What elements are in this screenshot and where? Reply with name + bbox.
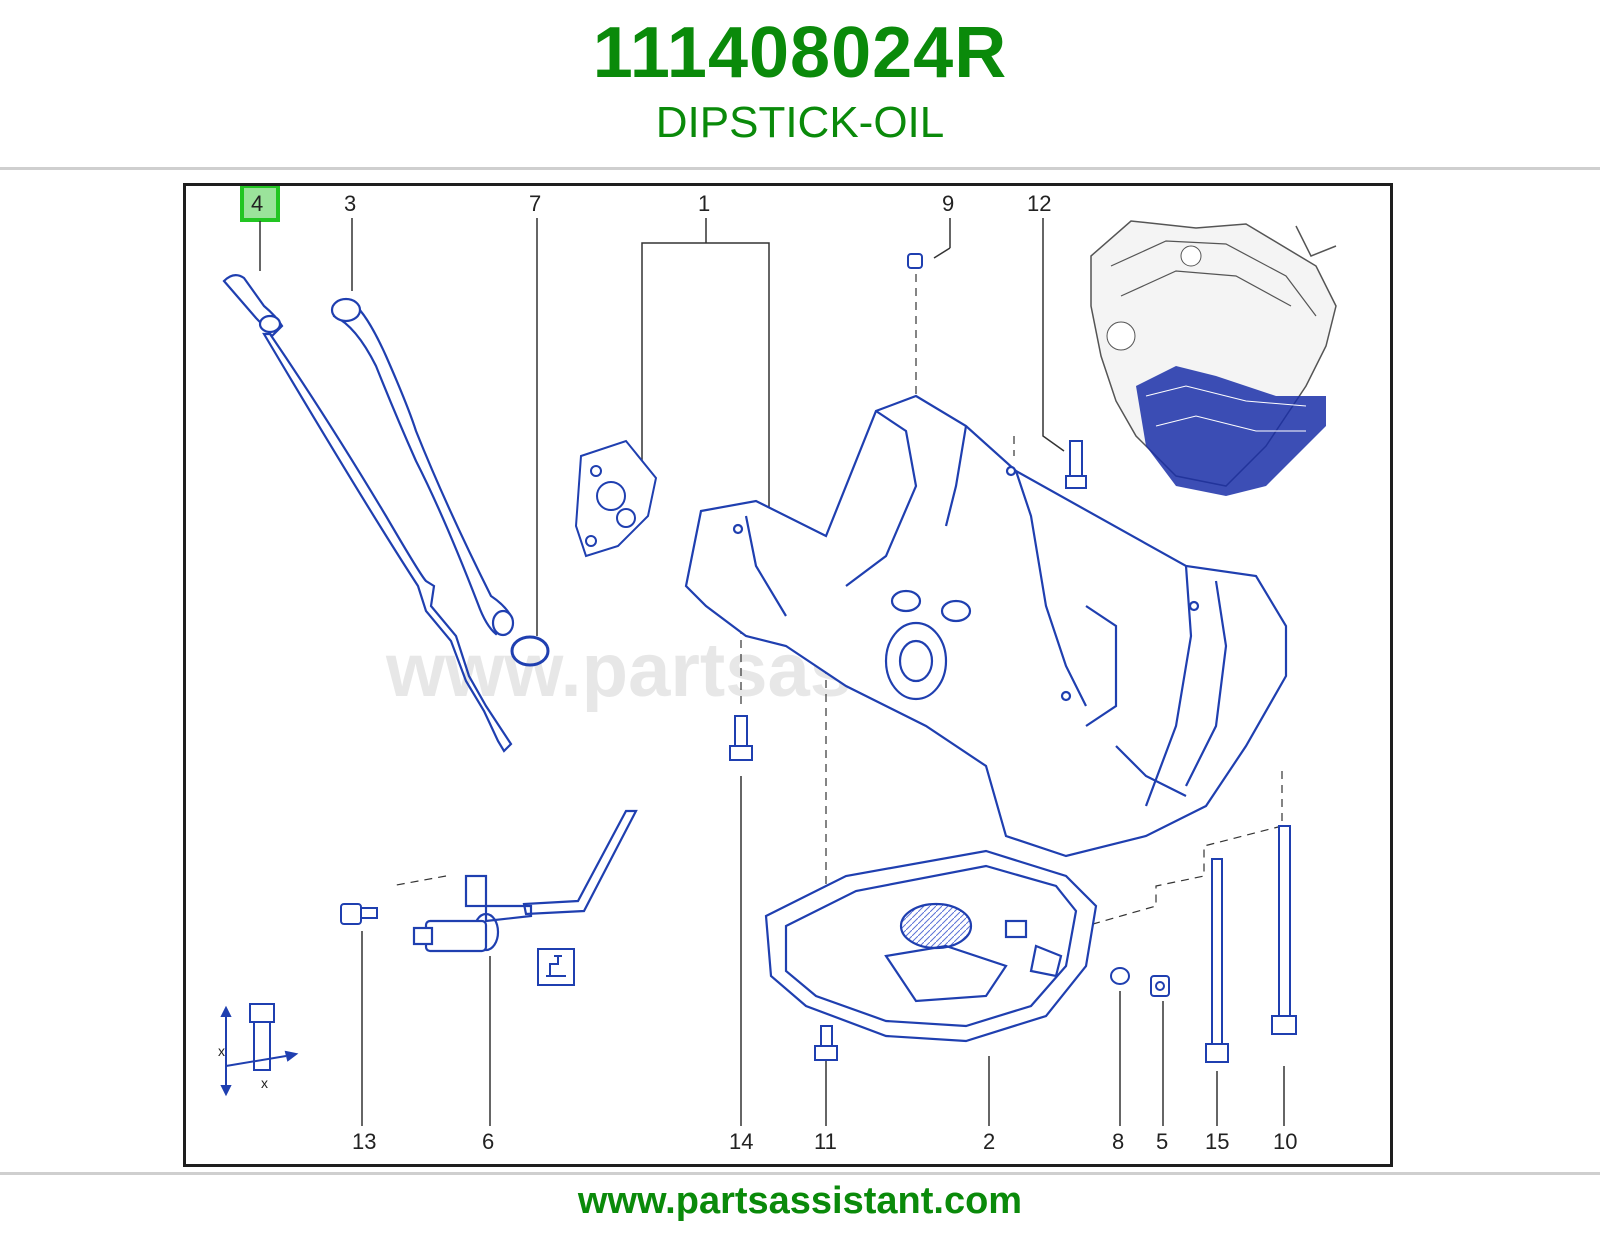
callout-5[interactable]: 5 — [1156, 1129, 1168, 1154]
callout-2[interactable]: 2 — [983, 1129, 995, 1154]
callout-10[interactable]: 10 — [1273, 1129, 1297, 1154]
bolt-12-part[interactable] — [1065, 440, 1087, 489]
fastener-dimension-icon — [220, 1003, 299, 1097]
callout-8[interactable]: 8 — [1112, 1129, 1124, 1154]
dimension-label-x1: x — [218, 1043, 225, 1059]
callout-15[interactable]: 15 — [1205, 1129, 1229, 1154]
footer-website[interactable]: www.partsassistant.com — [577, 1180, 1023, 1222]
callout-highlight-box[interactable] — [240, 186, 280, 222]
bolt-11-part[interactable] — [814, 1025, 838, 1061]
oil-level-sensor-part[interactable] — [412, 809, 638, 953]
callout-6[interactable]: 6 — [482, 1129, 494, 1154]
callout-12[interactable]: 12 — [1027, 191, 1051, 216]
bolt-10-part[interactable] — [1271, 825, 1297, 1035]
gasket-part[interactable] — [574, 439, 658, 558]
upper-oil-pan-part[interactable] — [684, 394, 1288, 858]
callout-4[interactable]: 4 — [251, 191, 263, 216]
stud-15-part[interactable] — [1205, 858, 1229, 1063]
callout-3[interactable]: 3 — [344, 191, 356, 216]
diagram-drawing: www.partsassistant.com 4 3 7 1 9 12 13 6… — [218, 186, 1337, 1154]
part-name-subtitle: DIPSTICK-OIL — [655, 98, 945, 147]
callout-9[interactable]: 9 — [942, 191, 954, 216]
dipstick-part[interactable] — [222, 274, 513, 753]
o-ring-part[interactable] — [510, 635, 550, 667]
seal-part[interactable] — [907, 253, 923, 269]
callout-1[interactable]: 1 — [698, 191, 710, 216]
callout-11[interactable]: 11 — [814, 1129, 837, 1154]
dimension-label-x2: x — [261, 1075, 268, 1091]
callout-7[interactable]: 7 — [529, 191, 541, 216]
header-divider — [0, 167, 1600, 170]
washer-part[interactable] — [1110, 967, 1130, 985]
leader-lines — [259, 218, 1285, 1126]
callout-13[interactable]: 13 — [352, 1129, 376, 1154]
engine-thumbnail-image — [1090, 220, 1337, 496]
bolt-13-part[interactable] — [340, 903, 378, 925]
dipstick-guide-tube-part[interactable] — [330, 297, 515, 637]
drain-plug-part[interactable] — [1150, 975, 1170, 997]
footer-divider — [0, 1172, 1600, 1175]
part-number-title: 111408024R — [592, 13, 1008, 93]
mounting-symbol-icon — [537, 948, 575, 986]
lower-oil-pan-part[interactable] — [764, 849, 1098, 1043]
exploded-parts-diagram: www.partsassistant.com 4 3 7 1 9 12 13 6… — [183, 183, 1393, 1167]
bolt-14-part[interactable] — [729, 715, 753, 761]
callout-14[interactable]: 14 — [729, 1129, 753, 1154]
